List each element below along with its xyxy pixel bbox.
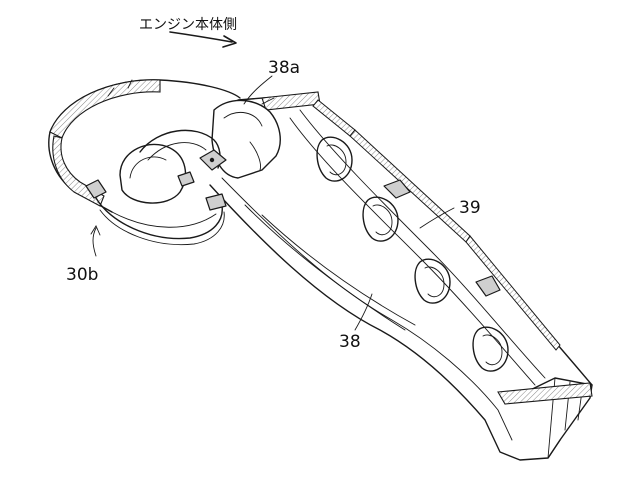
direction-label: エンジン本体側 <box>139 17 237 33</box>
leader-39 <box>419 207 455 229</box>
label-30b: 30b <box>66 265 98 285</box>
cover-39 <box>237 91 593 386</box>
label-39: 39 <box>459 198 481 218</box>
ports <box>316 136 509 372</box>
leader-38 <box>354 293 373 331</box>
leader-lines <box>90 75 455 331</box>
curved-pipe-38a <box>49 79 281 204</box>
duct-body-38 <box>209 177 593 461</box>
label-38: 38 <box>339 332 361 352</box>
label-38a: 38a <box>268 58 300 78</box>
leader-38a <box>243 75 273 105</box>
direction-arrow <box>169 31 237 48</box>
flange-30b <box>48 131 227 246</box>
leader-30b <box>92 227 97 257</box>
